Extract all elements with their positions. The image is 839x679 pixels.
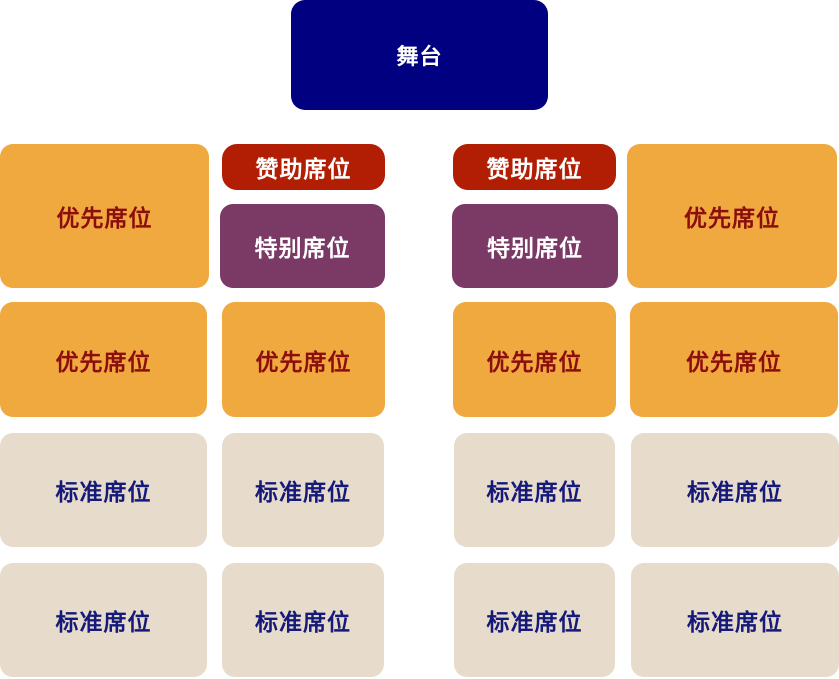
- seat-standard[interactable]: 标准席位: [454, 563, 615, 677]
- seat-label: 标准席位: [255, 480, 351, 506]
- seat-label: 优先席位: [486, 349, 583, 376]
- seat-standard[interactable]: 标准席位: [631, 563, 839, 677]
- seat-priority-right-large[interactable]: 优先席位: [627, 144, 837, 288]
- seat-label: 优先席位: [255, 349, 352, 376]
- seat-label: 赞助席位: [486, 157, 583, 183]
- seat-label: 特别席位: [487, 236, 583, 262]
- stage-label: 舞台: [396, 45, 443, 70]
- seat-priority[interactable]: 优先席位: [222, 302, 385, 417]
- seat-label: 标准席位: [486, 610, 583, 636]
- seat-priority-left-large[interactable]: 优先席位: [0, 144, 209, 288]
- seat-label: 优先席位: [686, 349, 782, 376]
- seat-special-right[interactable]: 特别席位: [452, 204, 618, 288]
- seat-standard[interactable]: 标准席位: [0, 433, 207, 547]
- seat-standard[interactable]: 标准席位: [0, 563, 207, 677]
- seat-sponsor-left[interactable]: 赞助席位: [222, 144, 385, 190]
- seat-priority[interactable]: 优先席位: [630, 302, 838, 417]
- seat-priority[interactable]: 优先席位: [453, 302, 616, 417]
- seat-special-left[interactable]: 特别席位: [220, 204, 385, 288]
- seat-label: 优先席位: [56, 206, 153, 232]
- seat-standard[interactable]: 标准席位: [631, 433, 839, 547]
- seat-label: 标准席位: [687, 610, 783, 636]
- stage: 舞台: [291, 0, 548, 110]
- seat-standard[interactable]: 标准席位: [222, 433, 384, 547]
- seat-priority[interactable]: 优先席位: [0, 302, 207, 417]
- seat-label: 特别席位: [254, 236, 351, 262]
- seat-label: 优先席位: [55, 349, 152, 376]
- seat-label: 赞助席位: [255, 157, 352, 183]
- seat-label: 标准席位: [255, 610, 351, 636]
- seat-standard[interactable]: 标准席位: [454, 433, 615, 547]
- seat-label: 标准席位: [55, 610, 152, 636]
- seat-label: 标准席位: [486, 480, 583, 506]
- seat-sponsor-right[interactable]: 赞助席位: [453, 144, 616, 190]
- seat-standard[interactable]: 标准席位: [222, 563, 384, 677]
- seat-label: 优先席位: [684, 206, 780, 232]
- seat-label: 标准席位: [55, 480, 152, 506]
- seat-label: 标准席位: [687, 480, 783, 506]
